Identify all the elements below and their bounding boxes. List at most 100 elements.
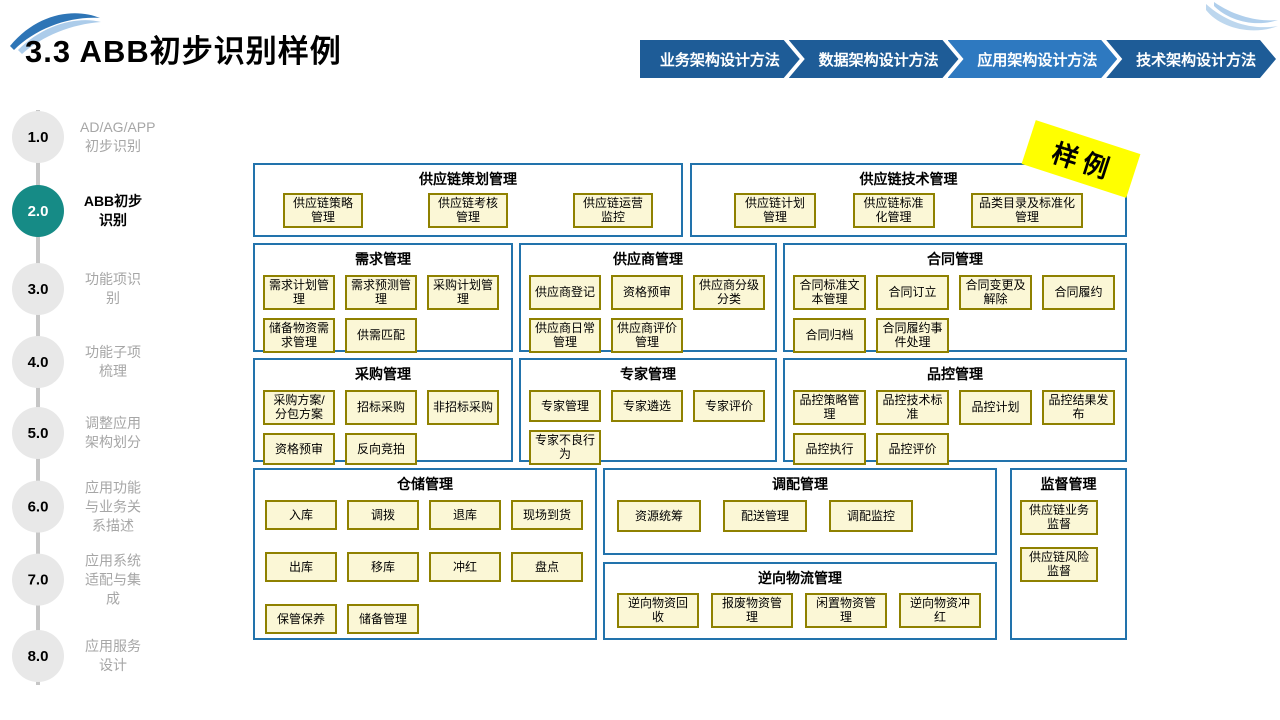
step-label: 功能子项梳理 (85, 344, 141, 379)
module-box: 调拨 (347, 500, 419, 530)
step-label: ABB初步识别 (83, 193, 143, 228)
module-box: 资源统筹 (617, 500, 701, 532)
group-supplier-management: 供应商管理 供应商登记资格预审供应商分级分类供应商日常管理供应商评价管理 (519, 243, 777, 353)
module-box: 品控结果发布 (1042, 390, 1115, 425)
corner-swoosh-icon (1206, 2, 1278, 31)
group-title: 专家管理 (620, 366, 676, 382)
step-circle: 4.0 (12, 336, 64, 388)
module-box: 品控执行 (793, 432, 866, 465)
step-label: 调整应用架构划分 (85, 415, 141, 450)
module-box: 招标采购 (345, 390, 417, 425)
module-box: 供应链业务监督 (1020, 500, 1098, 535)
module-box: 采购计划管理 (427, 275, 499, 310)
module-box: 专家评价 (693, 390, 765, 422)
module-box: 逆向物资冲红 (899, 593, 981, 628)
step-label: 应用功能与业务关系描述 (85, 479, 141, 534)
module-box: 供应链风险监督 (1020, 546, 1098, 582)
group-title: 调配管理 (772, 476, 828, 492)
module-box: 合同订立 (876, 275, 949, 310)
group-title: 监督管理 (1040, 476, 1097, 492)
module-box: 品控评价 (876, 432, 949, 465)
module-box: 资格预审 (263, 432, 335, 465)
module-box: 品控计划 (959, 390, 1032, 425)
group-title: 仓储管理 (397, 476, 453, 492)
module-box: 调配监控 (829, 500, 913, 532)
module-box: 合同变更及解除 (959, 275, 1032, 310)
nav-step-3: 应用架构设计方法 (948, 40, 1118, 78)
module-box: 保管保养 (265, 604, 337, 634)
group-warehouse-management: 仓储管理 入库调拨退库现场到货出库移库冲红盘点保管保养储备管理 (253, 468, 597, 640)
module-box: 需求计划管理 (263, 275, 335, 310)
module-box: 供应商登记 (529, 275, 601, 310)
step-label: 应用服务设计 (85, 638, 141, 673)
group-title: 需求管理 (355, 251, 411, 267)
step-circle: 1.0 (12, 111, 64, 163)
module-box: 反向竞拍 (345, 432, 417, 465)
step-item-5.0: 5.0 调整应用架构划分 (12, 407, 172, 459)
module-box: 合同履约事件处理 (876, 317, 949, 353)
module-box: 移库 (347, 552, 419, 582)
nav-step-1: 业务架构设计方法 (640, 40, 800, 78)
step-circle: 5.0 (12, 407, 64, 459)
module-box: 供应链运营监控 (573, 193, 653, 228)
group-title: 供应商管理 (613, 251, 683, 267)
module-box: 采购方案/分包方案 (263, 390, 335, 425)
step-item-8.0: 8.0 应用服务设计 (12, 630, 172, 682)
group-quality-control-management: 品控管理 品控策略管理品控技术标准品控计划品控结果发布品控执行品控评价 (783, 358, 1127, 465)
module-box: 供应链策略管理 (283, 193, 363, 228)
step-circle: 3.0 (12, 263, 64, 315)
module-box: 合同归档 (793, 317, 866, 353)
step-item-2.0: 2.0 ABB初步识别 (12, 185, 172, 237)
page-title: 3.3 ABB初步识别样例 (25, 34, 342, 69)
module-box: 品控策略管理 (793, 390, 866, 425)
step-circle: 7.0 (12, 553, 64, 606)
group-demand-management: 需求管理 需求计划管理需求预测管理采购计划管理储备物资需求管理供需匹配 (253, 243, 513, 353)
module-box: 供应商日常管理 (529, 317, 601, 353)
module-box: 储备物资需求管理 (263, 317, 335, 353)
group-contract-management: 合同管理 合同标准文本管理合同订立合同变更及解除合同履约合同归档合同履约事件处理 (783, 243, 1127, 353)
module-box: 供应商评价管理 (611, 317, 683, 353)
group-supervision-management: 监督管理 供应链业务监督供应链风险监督 (1010, 468, 1127, 640)
group-title: 品控管理 (927, 366, 983, 382)
module-box: 逆向物资回收 (617, 593, 699, 628)
step-connector-line (36, 110, 40, 685)
step-item-7.0: 7.0 应用系统适配与集成 (12, 552, 172, 609)
module-box: 出库 (265, 552, 337, 582)
group-supply-chain-technology: 供应链技术管理 供应链计划管理 供应链标准化管理 品类目录及标准化管理 (690, 163, 1127, 237)
module-box: 储备管理 (347, 604, 419, 634)
step-circle: 6.0 (12, 480, 64, 533)
group-supply-chain-planning: 供应链策划管理 供应链策略管理 供应链考核管理 供应链运营监控 (253, 163, 683, 237)
step-circle: 2.0 (12, 185, 64, 237)
module-box: 供应链计划管理 (734, 193, 816, 228)
step-label: 功能项识别 (85, 271, 141, 306)
module-box: 入库 (265, 500, 337, 530)
process-nav: 业务架构设计方法数据架构设计方法应用架构设计方法技术架构设计方法 (640, 40, 1276, 78)
step-label: AD/AG/APP初步识别 (80, 119, 156, 154)
module-box: 资格预审 (611, 275, 683, 310)
nav-step-2: 数据架构设计方法 (789, 40, 959, 78)
module-box: 品类目录及标准化管理 (971, 193, 1083, 228)
module-box: 合同履约 (1042, 275, 1115, 310)
step-circle: 8.0 (12, 630, 64, 682)
module-box: 供需匹配 (345, 317, 417, 353)
group-title: 供应链技术管理 (859, 171, 958, 187)
group-title: 供应链策划管理 (419, 171, 517, 187)
module-box: 需求预测管理 (345, 275, 417, 310)
module-box: 品控技术标准 (876, 390, 949, 425)
module-box: 供应商分级分类 (693, 275, 765, 310)
step-item-4.0: 4.0 功能子项梳理 (12, 336, 172, 388)
module-box: 供应链标准化管理 (852, 193, 935, 228)
module-box: 配送管理 (723, 500, 807, 532)
step-item-1.0: 1.0 AD/AG/APP初步识别 (12, 111, 172, 163)
nav-step-4: 技术架构设计方法 (1106, 40, 1276, 78)
step-item-6.0: 6.0 应用功能与业务关系描述 (12, 479, 172, 536)
module-box: 专家遴选 (611, 390, 683, 422)
module-box: 非招标采购 (427, 390, 499, 425)
group-title: 合同管理 (927, 251, 983, 267)
step-label: 应用系统适配与集成 (85, 552, 141, 607)
group-reverse-logistics-management: 逆向物流管理 逆向物资回收报废物资管理闲置物资管理逆向物资冲红 (603, 562, 997, 640)
module-box: 供应链考核管理 (428, 193, 508, 228)
group-procurement-management: 采购管理 采购方案/分包方案招标采购非招标采购资格预审反向竞拍 (253, 358, 513, 465)
module-box: 专家管理 (529, 390, 601, 422)
module-box: 闲置物资管理 (805, 593, 887, 628)
